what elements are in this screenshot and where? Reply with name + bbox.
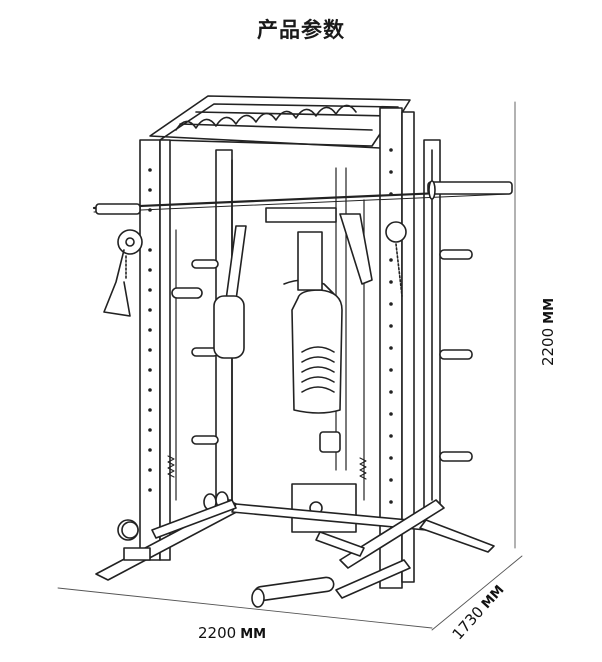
top-frame (149, 95, 411, 149)
page-title: 产品参数 (257, 18, 345, 42)
front-crossbar (151, 499, 365, 557)
bench-backrest (265, 207, 343, 414)
springs (167, 455, 367, 480)
height-dimension: 2200 MM (539, 298, 557, 366)
width-unit: MM (240, 627, 267, 642)
weight-stack-base (291, 431, 357, 533)
height-unit: MM (542, 297, 557, 324)
width-value: 2200 (198, 624, 237, 642)
dimension-lines (57, 101, 523, 631)
front-roller (121, 491, 335, 608)
right-pulley-cable (385, 221, 407, 297)
left-pulley-cable (103, 229, 143, 541)
plate-storage-horns (171, 249, 473, 462)
pec-deck-arms (213, 213, 373, 359)
left-front-upright (139, 139, 171, 561)
height-value: 2200 (539, 327, 557, 367)
barbell (92, 180, 513, 215)
